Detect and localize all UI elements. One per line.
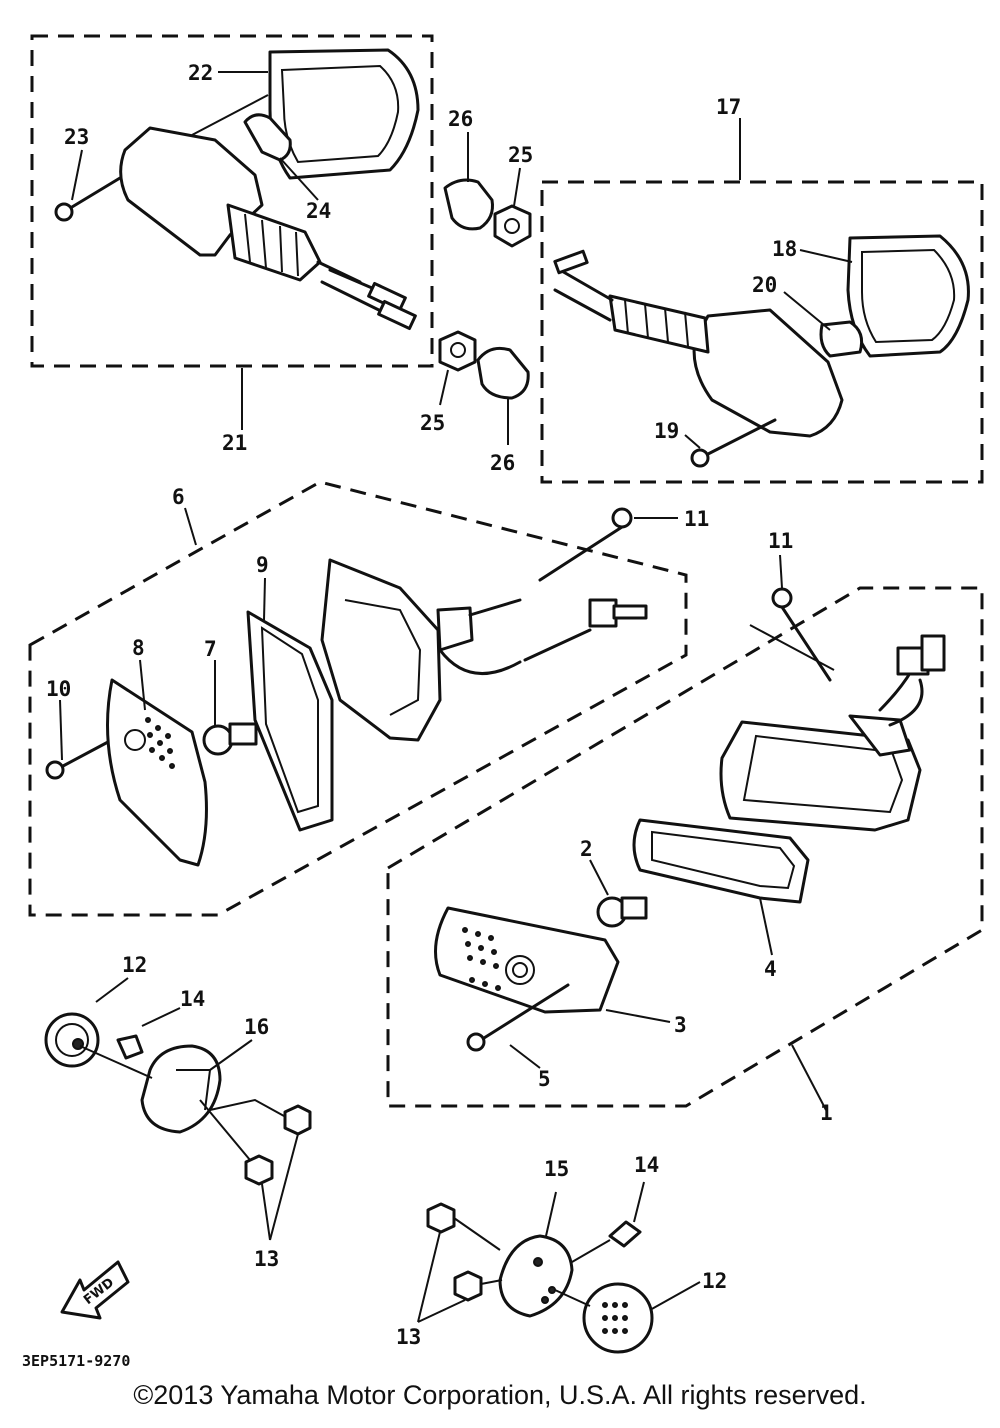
callout-labels: 1 2 3 4 5 6 7 8 9 10 11 11 12 12 13 13 1…: [46, 61, 833, 1349]
callout-22: 22: [188, 61, 213, 85]
callout-25-lower: 25: [420, 411, 445, 435]
callout-13-left: 13: [254, 1247, 279, 1271]
reflector-assembly-right: [417, 1181, 701, 1354]
assembly-6-rear-flasher-left: [28, 480, 688, 917]
callout-18: 18: [772, 237, 797, 261]
callout-4: 4: [764, 957, 777, 981]
assembly-21-flasher-left: [30, 34, 434, 430]
callout-13-right: 13: [396, 1325, 421, 1349]
callout-9: 9: [256, 553, 269, 577]
callout-2: 2: [580, 837, 593, 861]
callout-15: 15: [544, 1157, 569, 1181]
callout-11-upper: 11: [684, 507, 709, 531]
nut-25-upper: [493, 167, 532, 248]
grommet-26-upper: [443, 132, 494, 231]
assembly-1-box: [386, 586, 984, 1108]
callout-10: 10: [46, 677, 71, 701]
callout-23: 23: [64, 125, 89, 149]
callout-16: 16: [244, 1015, 269, 1039]
callout-5: 5: [538, 1067, 551, 1091]
callout-25-upper: 25: [508, 143, 533, 167]
assembly-17-box: [540, 180, 984, 484]
callout-12-left: 12: [122, 953, 147, 977]
callout-14-right: 14: [634, 1153, 659, 1177]
callout-17: 17: [716, 95, 741, 119]
callout-12-right: 12: [702, 1269, 727, 1293]
callout-24: 24: [306, 199, 331, 223]
grommet-26-lower: [476, 346, 530, 445]
assembly-6-box: [28, 480, 688, 917]
fwd-arrow: FWD: [60, 1260, 130, 1320]
copyright-notice: ©2013 Yamaha Motor Corporation, U.S.A. A…: [133, 1380, 867, 1410]
callout-7: 7: [204, 637, 217, 661]
callout-11-lower: 11: [768, 529, 793, 553]
callout-19: 19: [654, 419, 679, 443]
callout-26-upper: 26: [448, 107, 473, 131]
callout-6: 6: [172, 485, 185, 509]
assembly-1-rear-flasher-right: [386, 554, 984, 1111]
callout-26-lower: 26: [490, 451, 515, 475]
callout-20: 20: [752, 273, 777, 297]
callout-14-left: 14: [180, 987, 205, 1011]
callout-1: 1: [820, 1101, 833, 1125]
callout-8: 8: [132, 636, 145, 660]
reflector-assembly-left: [44, 977, 312, 1241]
nut-25-lower: [438, 330, 477, 406]
callout-3: 3: [674, 1013, 687, 1037]
callout-21: 21: [222, 431, 247, 455]
drawing-code: 3EP5171-9270: [22, 1352, 130, 1370]
assembly-17-flasher-right: [540, 118, 984, 484]
